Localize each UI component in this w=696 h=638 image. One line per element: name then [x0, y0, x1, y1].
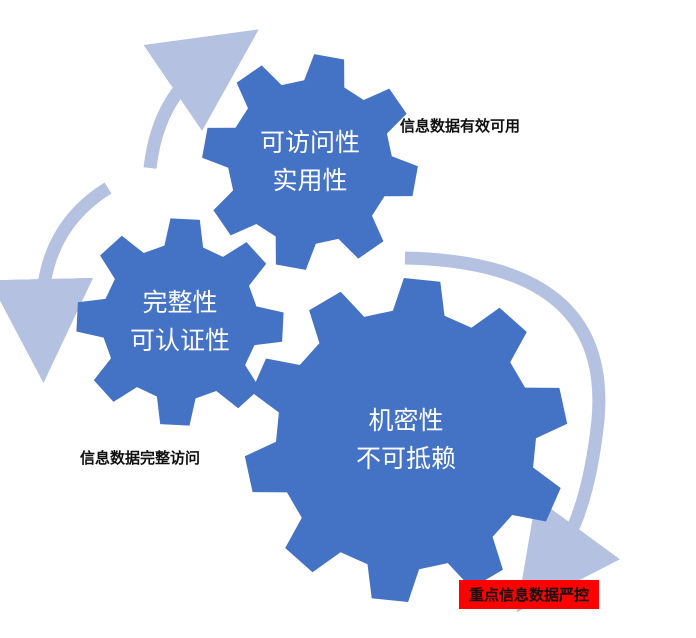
- integrity-gear-label: 完整性 可认证性: [130, 284, 230, 360]
- availability-gear-label: 可访问性 实用性: [260, 124, 360, 200]
- cycle-arrow-right: [404, 251, 620, 613]
- availability-line1: 可访问性: [259, 128, 361, 157]
- integrity-line2: 可认证性: [129, 326, 231, 355]
- confidentiality-note: 重点信息数据严控: [459, 580, 600, 609]
- confidentiality-gear-label: 机密性 不可抵赖: [356, 402, 456, 478]
- integrity-line1: 完整性: [142, 288, 218, 317]
- availability-note: 信息数据有效可用: [400, 117, 521, 135]
- availability-gear: [202, 54, 418, 270]
- confidentiality-gear: [244, 278, 568, 602]
- availability-line2: 实用性: [272, 166, 348, 195]
- confidentiality-line1: 机密性: [368, 406, 444, 435]
- cycle-arrow-top: [143, 29, 259, 169]
- integrity-note: 信息数据完整访问: [80, 449, 201, 467]
- cycle-arrow-left: [0, 182, 112, 383]
- integrity-gear: [76, 218, 284, 426]
- confidentiality-line2: 不可抵赖: [355, 444, 457, 473]
